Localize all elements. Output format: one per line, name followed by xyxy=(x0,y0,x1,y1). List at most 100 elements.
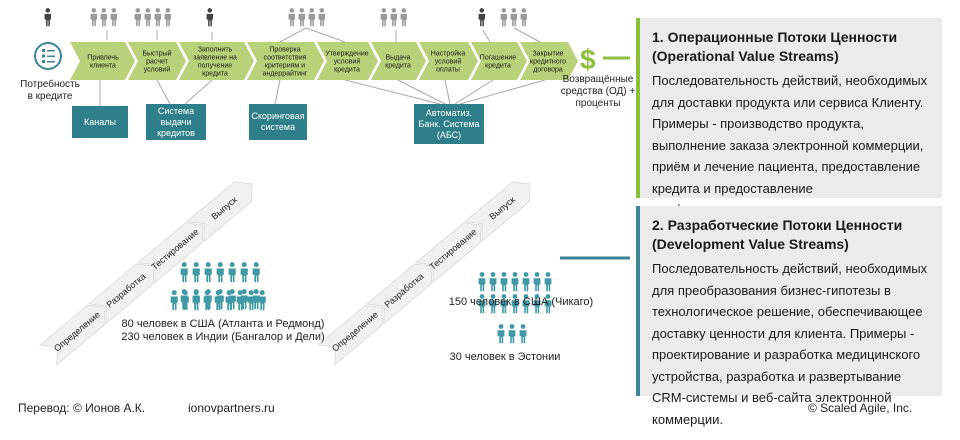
people-groups xyxy=(44,8,528,27)
person-icon xyxy=(170,290,178,311)
operational-panel: 1. Операционные Потоки Ценности (Operati… xyxy=(636,18,942,217)
person-icon xyxy=(522,294,530,314)
person-icon xyxy=(110,8,118,27)
person-icon xyxy=(510,8,518,27)
person-icon xyxy=(240,262,248,283)
person-icon xyxy=(44,8,52,27)
person-icon xyxy=(489,294,497,314)
development-stream-diagram: ОпределениеРазработкаТестированиеВыпуск … xyxy=(39,181,630,366)
dev-chevron xyxy=(39,304,106,366)
team1-text: 80 человек в США (Атланта и Редмонд) 230… xyxy=(121,318,325,343)
person-icon xyxy=(298,8,306,27)
dev-chevron xyxy=(366,263,433,325)
person-icon xyxy=(390,8,398,27)
person-icon xyxy=(180,262,188,283)
person-icon xyxy=(236,290,244,311)
person-icon xyxy=(100,8,108,27)
person-icon xyxy=(489,272,497,292)
person-icon xyxy=(478,294,486,314)
person-icon xyxy=(519,324,527,344)
person-icon xyxy=(511,272,519,292)
chevron-step-9 xyxy=(520,42,578,80)
person-icon xyxy=(204,262,212,283)
person-icon xyxy=(400,8,408,27)
person-icon xyxy=(544,294,552,314)
operational-panel-body: Последовательность действий, необходимых… xyxy=(652,73,928,217)
dev-chevron xyxy=(464,181,531,243)
person-icon xyxy=(228,262,236,283)
chevron-step-8 xyxy=(471,42,527,80)
person-icon xyxy=(154,8,162,27)
person-icon xyxy=(164,8,172,27)
team3-text: 30 человек в Эстонии xyxy=(449,351,561,363)
chevron-step-1 xyxy=(70,42,135,80)
chevron-step-3 xyxy=(179,42,254,80)
person-icon xyxy=(90,8,98,27)
development-panel-title: 2. Разработческие Потоки Ценности (Devel… xyxy=(652,217,903,252)
person-icon xyxy=(500,8,508,27)
person-icon xyxy=(203,290,211,311)
person-icon xyxy=(520,8,528,27)
people-connectors xyxy=(106,27,541,43)
person-icon xyxy=(533,294,541,314)
chevron-step-4 xyxy=(247,42,324,80)
end-label: Возвращённые средства (ОД) + проценты xyxy=(560,74,636,109)
person-icon xyxy=(508,324,516,344)
person-icon xyxy=(206,8,214,27)
system-connectors xyxy=(99,79,546,106)
dev-chevron xyxy=(137,222,204,284)
team2-text: 150 человек в США (Чикаго) xyxy=(448,296,594,308)
person-icon xyxy=(192,262,200,283)
chevron-step-5 xyxy=(317,42,378,80)
person-icon xyxy=(522,272,530,292)
checklist-icon xyxy=(34,42,62,70)
development-panel: 2. Разработческие Потоки Ценности (Devel… xyxy=(636,206,942,427)
person-icon xyxy=(497,324,505,344)
chevron-step-2 xyxy=(128,42,186,80)
chevron-step-6 xyxy=(371,42,426,80)
person-icon xyxy=(500,294,508,314)
dev-team-people xyxy=(170,262,552,344)
person-icon xyxy=(318,8,326,27)
person-icon xyxy=(308,8,316,27)
person-icon xyxy=(181,290,189,311)
person-icon xyxy=(252,262,260,283)
footer-copyright: © Scaled Agile, Inc. xyxy=(808,401,913,415)
dev-chevron xyxy=(186,181,253,243)
person-icon xyxy=(544,272,552,292)
person-icon xyxy=(247,290,255,311)
start-label: Потребность в кредите xyxy=(20,79,80,102)
chevron-step-7 xyxy=(419,42,478,80)
operational-panel-title: 1. Операционные Потоки Ценности (Operati… xyxy=(652,29,898,64)
person-icon xyxy=(225,290,233,311)
dev-chevron xyxy=(415,222,482,284)
person-icon xyxy=(533,272,541,292)
person-icon xyxy=(380,8,388,27)
person-icon xyxy=(144,8,152,27)
person-icon xyxy=(192,290,200,311)
system-box-scoring: Скоринговая система xyxy=(249,104,307,140)
person-icon xyxy=(478,272,486,292)
person-icon xyxy=(511,294,519,314)
person-icon xyxy=(216,262,224,283)
development-panel-body: Последовательность действий, необходимых… xyxy=(652,261,928,427)
person-icon xyxy=(500,272,508,292)
footer-translation: Перевод: © Ионов А.К. xyxy=(18,401,146,415)
dev-chevron xyxy=(88,263,155,325)
person-icon xyxy=(214,290,222,311)
system-box-loan-issuance: Система выдачи кредитов xyxy=(146,104,206,140)
person-icon xyxy=(478,8,486,27)
dollar-icon: $ xyxy=(580,44,596,75)
system-box-channels: Каналы xyxy=(72,106,128,138)
